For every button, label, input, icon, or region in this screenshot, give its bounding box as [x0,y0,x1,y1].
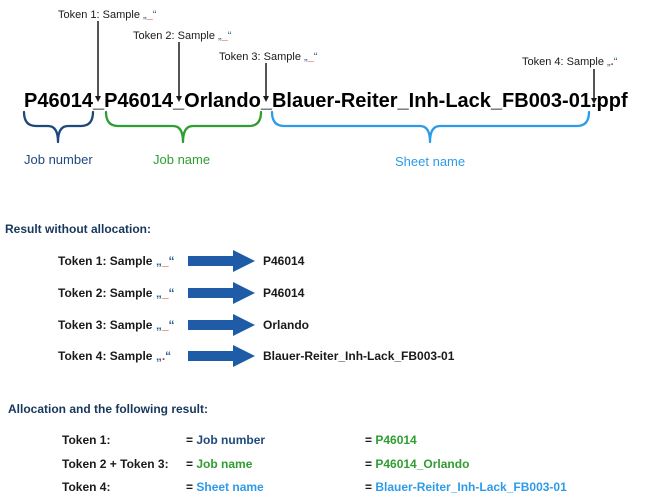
open-quote: „ [155,254,162,268]
result-row1-label: Token 1: Sample „_“ [58,254,175,269]
token4-callout-text: Token 4: Sample [522,56,604,68]
open-quote: „ [304,51,308,63]
token1-callout: Token 1: Sample „_“ [58,9,156,21]
allocation-row2-field: = Job name [186,457,252,472]
result-row3-token: Token 3: Sample [58,318,153,332]
close-quote: “ [168,254,175,268]
result-row3-label: Token 3: Sample „_“ [58,318,175,333]
allocation-row1-value: = P46014 [365,433,417,448]
allocation-row1-field: = Job number [186,433,265,448]
separator-char: _ [161,254,169,268]
allocation-row3-field: = Sheet name [186,480,264,495]
allocation-row3-value: = Blauer-Reiter_Inh-Lack_FB003-01 [365,480,567,495]
open-quote: „ [607,56,611,68]
token2-callout-text: Token 2: Sample [133,30,215,42]
result-row3-value: Orlando [263,318,310,332]
equals-sign: = [186,457,194,471]
open-quote: „ [155,318,162,332]
job-name-label: Job name [153,152,211,167]
filename-text: P46014_P46014_Orlando_Blauer-Reiter_Inh-… [24,90,628,112]
allocation-section-heading: Allocation and the following result: [8,402,208,416]
close-quote: “ [165,349,172,363]
close-quote: “ [168,286,175,300]
result-row2-label: Token 2: Sample „_“ [58,286,175,301]
token1-callout-text: Token 1: Sample [58,9,140,21]
allocation-row2-field-name: Job name [196,457,253,471]
allocation-row2-value-text: P46014_Orlando [375,457,470,471]
close-quote: “ [168,318,175,332]
job-number-label: Job number [24,152,93,167]
token4-callout: Token 4: Sample „.“ [522,56,617,68]
result-row4-token: Token 4: Sample [58,349,153,363]
equals-sign: = [365,457,373,471]
sheet-name-brace [270,110,591,144]
equals-sign: = [186,433,194,447]
close-quote: “ [227,30,232,42]
separator-char: _ [221,30,228,42]
equals-sign: = [186,480,194,494]
close-quote: “ [313,51,318,63]
open-quote: „ [155,349,162,363]
allocation-row1-value-text: P46014 [375,433,417,447]
sheet-name-label: Sheet name [395,154,466,169]
result-row1-value: P46014 [263,254,305,268]
allocation-row1-field-name: Job number [196,433,266,447]
result-row1-token: Token 1: Sample [58,254,153,268]
allocation-row3-token: Token 4: [62,480,111,494]
result-arrow-3 [188,314,255,336]
close-quote: “ [613,56,618,68]
token2-callout: Token 2: Sample „_“ [133,30,231,42]
allocation-row1-token: Token 1: [62,433,111,447]
result-arrow-4 [188,345,255,367]
open-quote: „ [143,9,147,21]
token3-callout: Token 3: Sample „_“ [219,51,317,63]
allocation-row2-value: = P46014_Orlando [365,457,469,472]
separator-char: . [610,56,614,68]
result-arrow-1 [188,250,255,272]
result-row4-label: Token 4: Sample „.“ [58,349,171,364]
separator-char: _ [161,318,169,332]
allocation-row3-field-name: Sheet name [196,480,264,494]
result-row2-token: Token 2: Sample [58,286,153,300]
equals-sign: = [365,480,373,494]
separator-char: _ [307,51,314,63]
token3-callout-text: Token 3: Sample [219,51,301,63]
result-row4-value: Blauer-Reiter_Inh-Lack_FB003-01 [263,349,455,363]
allocation-row2-token: Token 2 + Token 3: [62,457,169,471]
result-section-heading: Result without allocation: [5,222,151,236]
job-number-brace [22,110,95,144]
job-name-brace [104,110,263,144]
close-quote: “ [152,9,157,21]
open-quote: „ [155,286,162,300]
separator-char: _ [146,9,153,21]
result-arrow-2 [188,282,255,304]
separator-char: _ [161,286,169,300]
separator-char: . [161,349,166,363]
equals-sign: = [365,433,373,447]
result-row2-value: P46014 [263,286,305,300]
allocation-row3-value-text: Blauer-Reiter_Inh-Lack_FB003-01 [375,480,567,494]
open-quote: „ [218,30,222,42]
